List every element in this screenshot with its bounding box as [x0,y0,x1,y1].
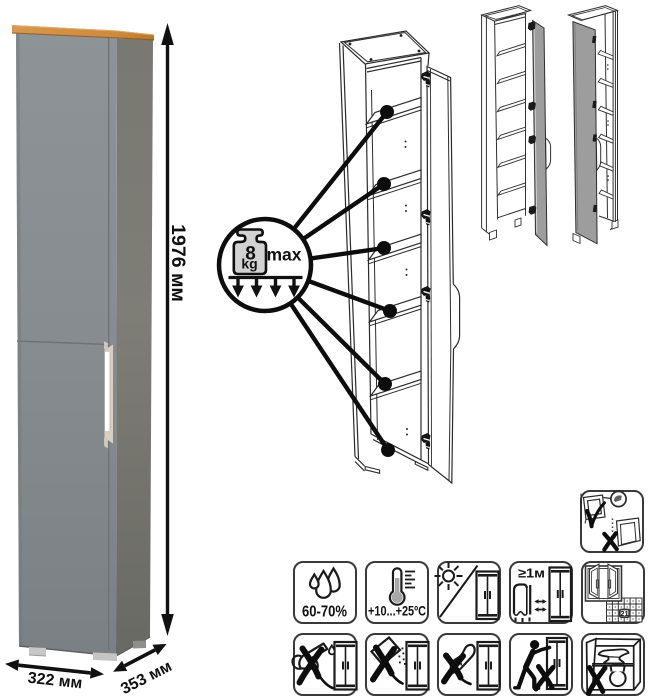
svg-text:322 мм: 322 мм [27,670,83,693]
svg-text:≥1м: ≥1м [518,566,545,581]
svg-text:1976 мм: 1976 мм [167,224,189,302]
svg-text:8: 8 [245,244,256,265]
svg-text:60-70%: 60-70% [302,604,347,621]
svg-text:max: max [266,245,301,265]
svg-text:+10...+25ºC: +10...+25ºC [368,604,426,619]
svg-text:21: 21 [620,609,628,618]
svg-text:kg: kg [241,256,257,272]
